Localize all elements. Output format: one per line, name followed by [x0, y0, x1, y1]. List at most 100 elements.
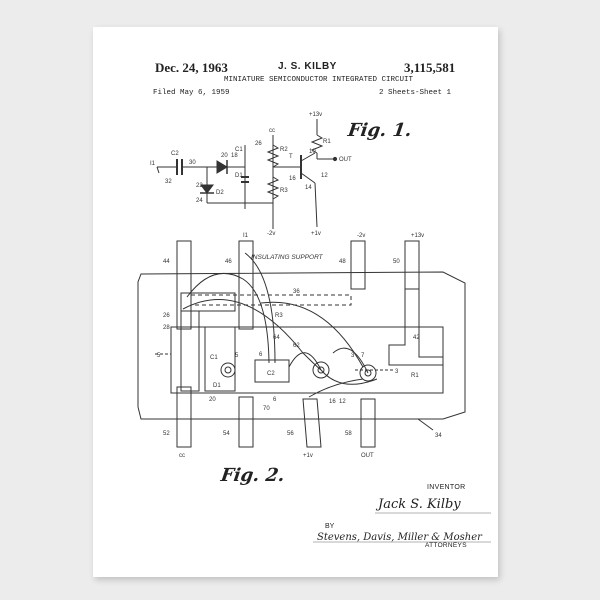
- fig1-label-18: 18: [231, 153, 238, 159]
- lead-52: [176, 386, 192, 448]
- fig2-label-52: 52: [163, 431, 170, 437]
- diode-d1-contact: [224, 366, 232, 374]
- fig1-wire: [156, 166, 160, 174]
- diode-d2: [200, 184, 214, 194]
- transistor-contact: [317, 366, 325, 374]
- gold-wire: [308, 378, 364, 398]
- fig2-label-46: 46: [225, 259, 232, 265]
- lead-54: [238, 396, 254, 448]
- fig2-label-r3: R3: [275, 313, 283, 319]
- attorneys-signature: Stevens, Davis, Miller & Mosher: [317, 532, 482, 543]
- fig2-label-5b: 5: [235, 353, 239, 359]
- fig2-label-56: 56: [287, 431, 294, 437]
- fig1-label-c2: C2: [171, 151, 179, 157]
- fig2-label-34: 34: [435, 433, 442, 439]
- fig2-label-12: 12: [339, 399, 346, 405]
- fig2-label-58: 58: [345, 431, 352, 437]
- patent-inventor-name: J. S. KILBY: [278, 61, 337, 72]
- fig1-label-c1: C1: [235, 147, 243, 153]
- fig1-label-cc: cc: [269, 128, 275, 134]
- semiconductor-wafer: [170, 326, 444, 394]
- fig1-label-r3: R3: [280, 188, 288, 194]
- resistor-r2: [266, 144, 280, 168]
- fig1-label-16: 16: [289, 176, 296, 182]
- fig2-label-70: 70: [263, 406, 270, 412]
- transistor-t: [300, 172, 316, 184]
- fig2-label-6b: 6: [273, 397, 277, 403]
- fig1-label-14: 14: [305, 185, 312, 191]
- fig2-label-6a: 6: [259, 352, 263, 358]
- fig2-label-64: 64: [273, 335, 280, 341]
- lead-50: [404, 240, 420, 290]
- resistor-r1-path: [388, 289, 443, 366]
- figure-1-label: Fig. 1.: [346, 120, 414, 141]
- fig1-label-t: T: [289, 154, 293, 160]
- fig1-label-r1: R1: [323, 139, 331, 145]
- fig1-label-plus13v: +13v: [309, 112, 322, 118]
- fig2-label-44: 44: [163, 259, 170, 265]
- by-label: BY: [325, 523, 335, 530]
- gold-wire: [288, 352, 322, 371]
- gold-wire: [186, 272, 270, 364]
- resistor-r3: [266, 176, 280, 200]
- gold-wire: [182, 299, 322, 371]
- leader-34: [417, 418, 434, 431]
- fig2-label-cc: cc: [179, 453, 185, 459]
- inventor-label: INVENTOR: [427, 484, 466, 491]
- patent-number: 3,115,581: [404, 60, 456, 75]
- lead-44: [176, 240, 192, 330]
- fig2-layout: [137, 240, 466, 448]
- transistor-t: [300, 152, 316, 162]
- fig2-label-plus13v: +13v: [411, 233, 424, 239]
- fig2-label-3a: 3: [351, 353, 355, 359]
- fig2-label-36: 36: [293, 289, 300, 295]
- lead-58: [360, 398, 376, 448]
- fig2-label-16: 16: [329, 399, 336, 405]
- fig1-label-i1: I1: [150, 161, 156, 167]
- fig2-label-out: OUT: [361, 453, 374, 459]
- region-26: [180, 292, 236, 312]
- fig2-label-5a: 5: [157, 353, 161, 359]
- lead-56: [302, 398, 322, 448]
- diode-d1-contact: [220, 362, 236, 378]
- gold-wire: [332, 347, 369, 374]
- fig2-label-r1: R1: [411, 373, 419, 379]
- fig1-label-out: OUT: [339, 157, 352, 163]
- fig1-label-12: 12: [321, 173, 328, 179]
- fig1-label-22: 22: [196, 183, 203, 189]
- attorneys-label: ATTORNEYS: [425, 542, 467, 549]
- lead-46: [238, 240, 254, 330]
- fig1-label-r2: R2: [280, 147, 288, 153]
- patent-drawing: I1 C2 30 32 20 18 D1 22 24 D2 C1 cc 26 R…: [137, 112, 491, 543]
- insulating-support-label: INSULATING SUPPORT: [251, 254, 324, 261]
- fig1-label-26: 26: [255, 141, 262, 147]
- figure-2-label: Fig. 2.: [219, 465, 287, 486]
- fig1-label-32: 32: [165, 179, 172, 185]
- fig1-label-20: 20: [221, 153, 228, 159]
- fig1-label-plus1v: +1v: [311, 231, 321, 237]
- patent-title: MINIATURE SEMICONDUCTOR INTEGRATED CIRCU…: [224, 76, 414, 84]
- gold-wire: [320, 369, 378, 385]
- fig2-label-42: 42: [413, 335, 420, 341]
- fig2-label-48: 48: [339, 259, 346, 265]
- fig1-label-30: 30: [189, 160, 196, 166]
- fig1-text: I1 C2 30 32 20 18 D1 22 24 D2 C1 cc 26 R…: [150, 112, 352, 237]
- fig1-label-10: 10: [309, 149, 316, 155]
- inventor-signature: Jack S. Kilby: [378, 497, 461, 512]
- fig1-label-minus2v: -2v: [267, 231, 275, 237]
- fig1-label-d2: D2: [216, 190, 224, 196]
- fig2-label-c1: C1: [210, 355, 218, 361]
- insulating-support: [137, 271, 466, 420]
- diode-d1: [216, 160, 228, 174]
- sheet-count: 2 Sheets-Sheet 1: [379, 89, 452, 97]
- out-terminal: [332, 156, 338, 162]
- fig1-schematic: [156, 119, 338, 229]
- fig2-label-3b: 3: [395, 369, 399, 375]
- fig2-text: INSULATING SUPPORT I1 -2v +13v 44 46 48 …: [157, 233, 442, 459]
- patent-poster: Dec. 24, 1963 J. S. KILBY 3,115,581 MINI…: [93, 27, 498, 577]
- fig2-label-i1: I1: [243, 233, 249, 239]
- fig2-label-d1: D1: [213, 383, 221, 389]
- fig2-label-20: 20: [209, 397, 216, 403]
- resistor-r3-bar: [190, 294, 352, 306]
- capacitor-c2-region: [254, 359, 290, 383]
